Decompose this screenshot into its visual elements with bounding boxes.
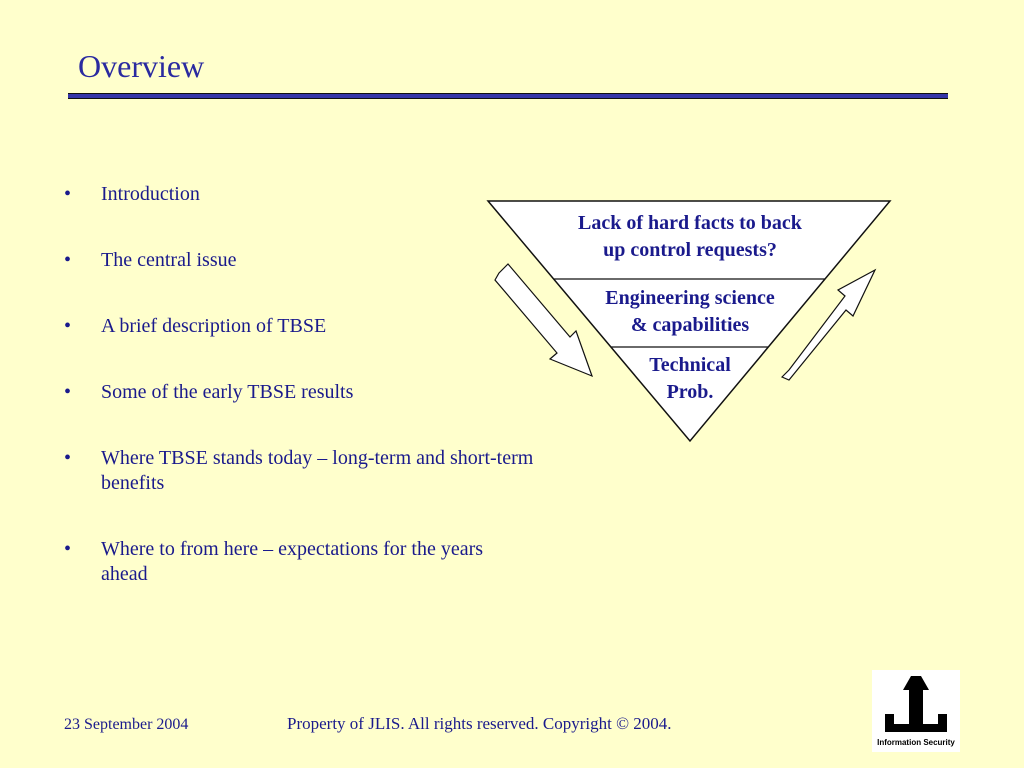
- bullet-marker: •: [64, 249, 72, 271]
- bullet-text: Where to from here – expectations for th…: [101, 538, 484, 585]
- bullet-marker: •: [64, 315, 72, 337]
- bullet-item: • A brief description of TBSE: [64, 314, 534, 339]
- title-divider: [68, 93, 948, 99]
- tier-line: Engineering science: [605, 287, 775, 309]
- pyramid-triangle: [486, 200, 892, 443]
- tier-line: Prob.: [666, 381, 714, 403]
- jlis-logo: Information Security: [872, 670, 960, 752]
- bullet-marker: •: [64, 538, 72, 560]
- arrow-down-right-icon: [494, 263, 594, 378]
- bullet-marker: •: [64, 381, 72, 403]
- bullet-text: The central issue: [101, 249, 237, 271]
- bullet-text: Introduction: [101, 183, 200, 205]
- inverted-pyramid-diagram: Lack of hard facts to back up control re…: [486, 198, 896, 448]
- bullet-item: • Where TBSE stands today – long-term an…: [64, 446, 534, 496]
- bullet-item: • Some of the early TBSE results: [64, 380, 534, 405]
- bullet-marker: •: [64, 447, 72, 469]
- bullet-item: • The central issue: [64, 248, 534, 273]
- tier-bottom-label: Technical Prob.: [615, 352, 765, 406]
- bullet-text: Where TBSE stands today – long-term and …: [101, 447, 534, 494]
- arrow-up-right-icon: [780, 268, 877, 381]
- logo-caption: Information Security: [877, 738, 955, 747]
- footer-date: 23 September 2004: [64, 716, 189, 733]
- tier-line: up control requests?: [603, 239, 777, 261]
- tier-middle-label: Engineering science & capabilities: [565, 285, 815, 339]
- tier-line: Technical: [649, 354, 731, 376]
- bullet-list: • Introduction • The central issue • A b…: [64, 182, 534, 628]
- bullet-text: A brief description of TBSE: [101, 315, 327, 337]
- logo-icon: [885, 676, 947, 732]
- bullet-item: • Introduction: [64, 182, 534, 207]
- footer-copyright: Property of JLIS. All rights reserved. C…: [287, 714, 672, 733]
- tier-line: & capabilities: [630, 314, 750, 336]
- slide-title: Overview: [78, 48, 205, 84]
- bullet-marker: •: [64, 183, 72, 205]
- tier-top-label: Lack of hard facts to back up control re…: [540, 210, 840, 264]
- pyramid-graphic: [486, 200, 892, 443]
- bullet-text: Some of the early TBSE results: [101, 381, 354, 403]
- bullet-item: • Where to from here – expectations for …: [64, 537, 534, 587]
- tier-line: Lack of hard facts to back: [578, 212, 802, 234]
